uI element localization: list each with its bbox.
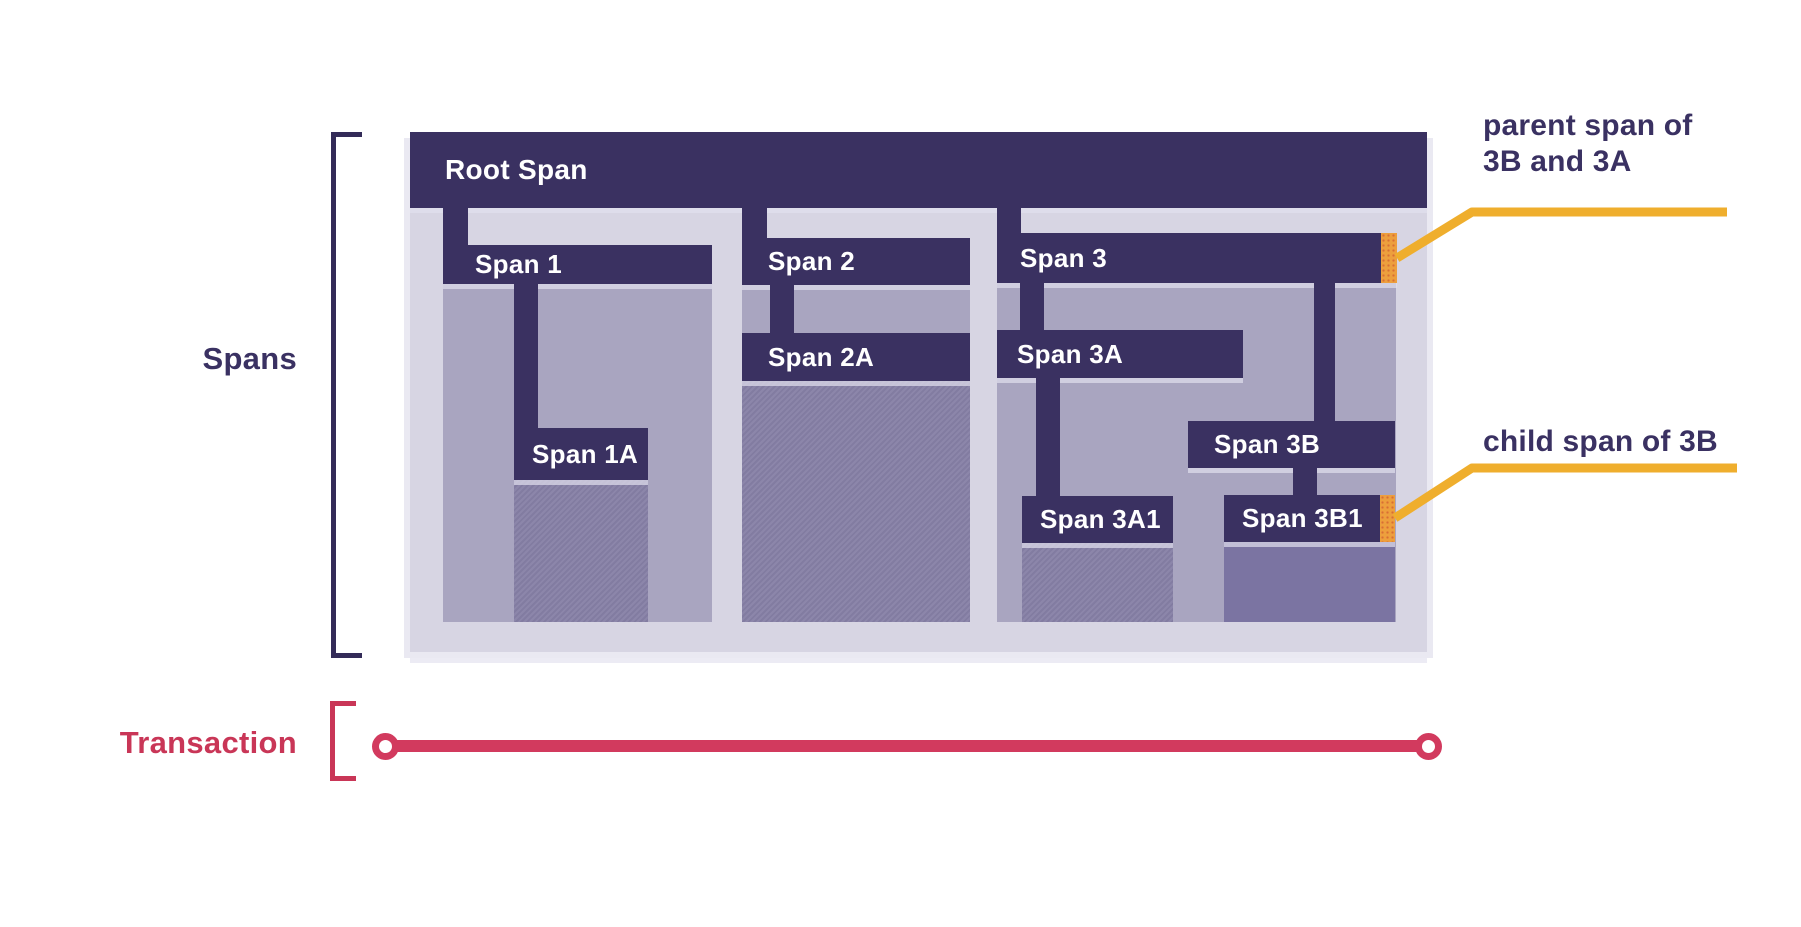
- transaction-end-dot: [1415, 733, 1442, 760]
- connector-span-3a-to-span-3a1: [1036, 376, 1060, 498]
- connector-span-3-to-span-3a: [1020, 281, 1044, 332]
- span-bar-span-2a: Span 2A: [742, 333, 970, 381]
- transaction-bracket: [330, 701, 356, 781]
- span-bar-root: Root Span: [410, 132, 1427, 208]
- span-1a-body: [514, 478, 648, 622]
- connector-root-to-span-3: [997, 206, 1021, 235]
- span-2a-body: [742, 381, 970, 622]
- parent-callout-line: [1394, 207, 1727, 262]
- parent-span-callout: parent span of 3B and 3A: [1483, 108, 1693, 180]
- span-bar-span-3a1-label: Span 3A1: [1040, 504, 1161, 534]
- connector-span-1-to-span-1a: [514, 282, 538, 430]
- span-bar-span-3a1: Span 3A1: [1022, 496, 1173, 543]
- transaction-timeline: [386, 740, 1428, 752]
- child-span-callout: child span of 3B: [1483, 425, 1718, 458]
- transaction-start-dot: [372, 733, 399, 760]
- span-bar-span-3b-label: Span 3B: [1214, 429, 1321, 459]
- span-bar-span-3b: Span 3B: [1188, 421, 1395, 468]
- span-bar-span-2a-label: Span 2A: [768, 341, 875, 372]
- connector-span-3b-to-span-3b1: [1293, 466, 1317, 497]
- span-bar-span-1-label: Span 1: [475, 249, 563, 279]
- parent-span-callout-line1: parent span of: [1483, 109, 1693, 142]
- span-3b1-body: [1224, 540, 1395, 622]
- span-bar-span-2-label: Span 2: [768, 246, 856, 276]
- span-bar-span-3: Span 3: [997, 233, 1397, 283]
- span-bar-span-1a: Span 1A: [514, 428, 648, 480]
- span-bar-span-3a-label: Span 3A: [1017, 338, 1124, 369]
- span-bar-span-1: Span 1: [443, 245, 712, 284]
- span-bar-span-3b1: Span 3B1: [1224, 495, 1395, 542]
- span-bar-span-1a-label: Span 1A: [532, 438, 639, 469]
- connector-span-3-to-span-3b: [1314, 281, 1335, 423]
- spans-label: Spans: [202, 341, 297, 376]
- transaction-label: Transaction: [119, 725, 297, 760]
- parent-span-callout-line2: 3B and 3A: [1483, 145, 1632, 178]
- span-3a1-body: [1022, 541, 1173, 622]
- span-bar-span-3-label: Span 3: [1020, 242, 1108, 273]
- span-bar-span-2: Span 2: [742, 238, 970, 285]
- span-bar-span-3a: Span 3A: [997, 330, 1243, 378]
- span-bar-root-label: Root Span: [445, 154, 588, 185]
- connector-span-2-to-span-2a: [770, 283, 794, 335]
- connector-root-to-span-1: [443, 206, 468, 247]
- connector-root-to-span-2: [742, 206, 767, 240]
- child-span-highlight-marker: [1380, 495, 1395, 542]
- spans-bracket: [331, 132, 362, 658]
- parent-span-highlight-marker: [1381, 233, 1397, 283]
- span-bar-span-3b1-label: Span 3B1: [1242, 503, 1363, 533]
- child-callout-line: [1392, 463, 1737, 522]
